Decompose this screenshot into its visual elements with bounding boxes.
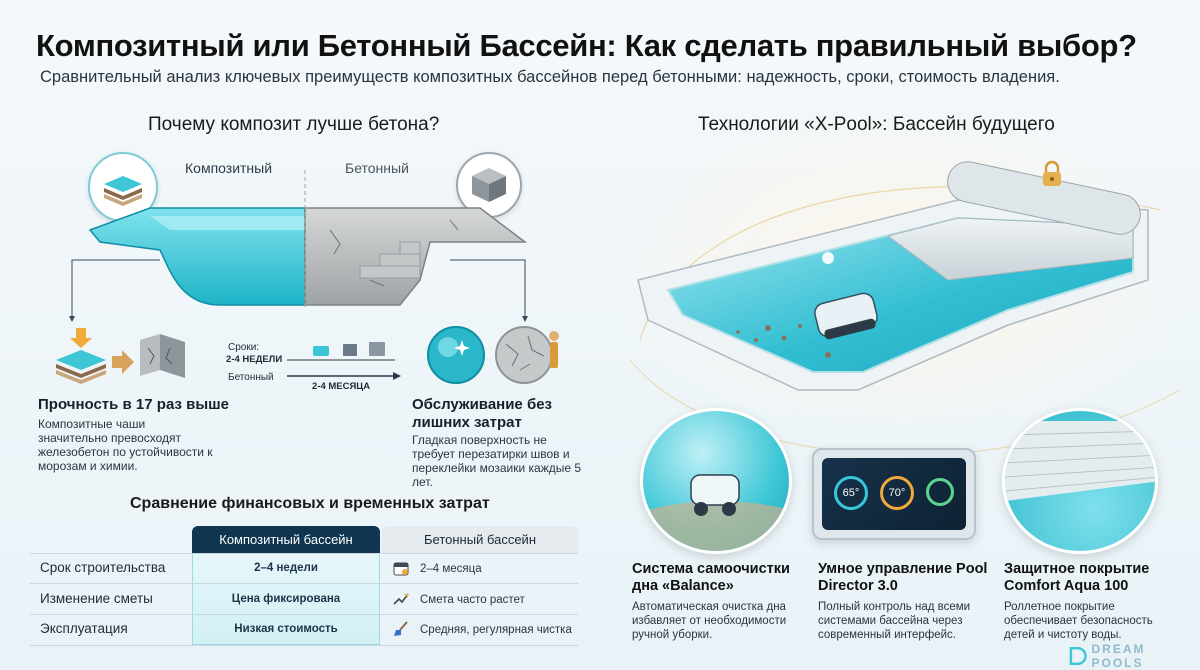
table-cell-composite: Цена фиксирована [231, 593, 341, 605]
thumb-cover [1002, 408, 1158, 554]
table-row-label: Изменение сметы [40, 591, 153, 606]
right-section-heading: Технологии «X-Pool»: Бассейн будущего [698, 114, 1055, 135]
arrow-down-icon [70, 328, 92, 348]
feature-maintenance-title: Обслуживание без лишних затрат [412, 396, 553, 431]
arrow-right-icon [112, 350, 134, 374]
table-cell-concrete: Средняя, регулярная чистка [420, 624, 572, 636]
feature-maintenance-desc: Гладкая поверхность не требует перезатир… [412, 433, 582, 489]
robot-cleaner-icon [814, 292, 878, 340]
label-composite: Композитный [185, 160, 273, 176]
temperature-gauge: 70° [880, 476, 914, 510]
roller-cover-icon [1005, 421, 1155, 501]
maintenance-illustration [427, 326, 559, 384]
col-header-composite: Композитный бассейн [192, 526, 380, 553]
label-concrete: Бетонный [345, 160, 409, 176]
brand-name: DREAM POOLS [1091, 642, 1146, 670]
pool-illustration [637, 161, 1149, 391]
timeline-concrete-label: Бетонный [228, 372, 274, 383]
thumb-self-cleaning [640, 408, 792, 554]
timeline-graphic [287, 342, 401, 380]
calendar-icon [393, 562, 409, 576]
brand-mark-icon [1069, 646, 1087, 666]
timeline-srok-label: Сроки: [228, 342, 260, 353]
col-header-concrete: Бетонный бассейн [382, 526, 578, 553]
table-cell-composite: Низкая стоимость [234, 623, 338, 635]
pool-cross-section [88, 170, 528, 310]
cube-icon [472, 168, 506, 202]
feature-strength-title: Прочность в 17 раз выше [38, 396, 229, 413]
comparison-heading: Сравнение финансовых и временных затрат [130, 495, 490, 512]
feature-cover-title: Защитное покрытие Comfort Aqua 100 [1004, 561, 1150, 594]
tablet-screen: 65° 70° [822, 458, 966, 530]
row-divider [30, 614, 578, 615]
feature-smart-control-desc: Полный контроль над всеми системами басс… [818, 601, 971, 641]
page-subtitle: Сравнительный анализ ключевых преимущест… [40, 68, 1060, 86]
table-row-label: Срок строительства [40, 560, 166, 575]
sparkle-icon [454, 340, 470, 356]
brush-icon [394, 621, 408, 636]
thumb-smart-control: 65° 70° [812, 448, 976, 540]
strength-illustration [56, 328, 185, 384]
feature-cover-desc: Роллетное покрытие обеспечивает безопасн… [1004, 601, 1153, 641]
temperature-gauge: 65° [834, 476, 868, 510]
robot-cleaner-icon [643, 474, 789, 551]
concrete-cube-badge [456, 152, 522, 218]
row-divider [30, 583, 578, 584]
table-row-label: Эксплуатация [40, 621, 128, 636]
composite-column-bg [192, 553, 380, 645]
table-cell-concrete: 2–4 месяца [420, 563, 482, 575]
feature-self-cleaning-desc: Автоматическая очистка дна избавляет от … [632, 601, 787, 641]
connector-lines [69, 259, 528, 322]
worker-icon [550, 342, 558, 368]
feature-self-cleaning-title: Система самоочистки дна «Balance» [632, 561, 790, 594]
left-section-heading: Почему композит лучше бетона? [148, 114, 440, 135]
brand-logo: DREAM POOLS [1068, 642, 1200, 670]
timeline-concrete-time: 2-4 МЕСЯЦА [312, 381, 371, 392]
feature-smart-control-title: Умное управление Pool Director 3.0 [818, 561, 988, 594]
trend-up-icon [393, 593, 409, 605]
feature-strength-desc: Композитные чаши значительно превосходят… [38, 417, 213, 473]
timeline-composite-time: 2-4 НЕДЕЛИ [226, 354, 283, 365]
row-divider [30, 645, 578, 646]
table-cell-composite: 2–4 недели [254, 562, 318, 574]
row-divider [30, 553, 578, 554]
page-title: Композитный или Бетонный Бассейн: Как сд… [36, 28, 1137, 63]
table-cell-concrete: Смета часто растет [420, 594, 525, 606]
lock-icon [1043, 160, 1061, 186]
layers-icon [104, 176, 142, 206]
status-gauge [926, 478, 954, 506]
